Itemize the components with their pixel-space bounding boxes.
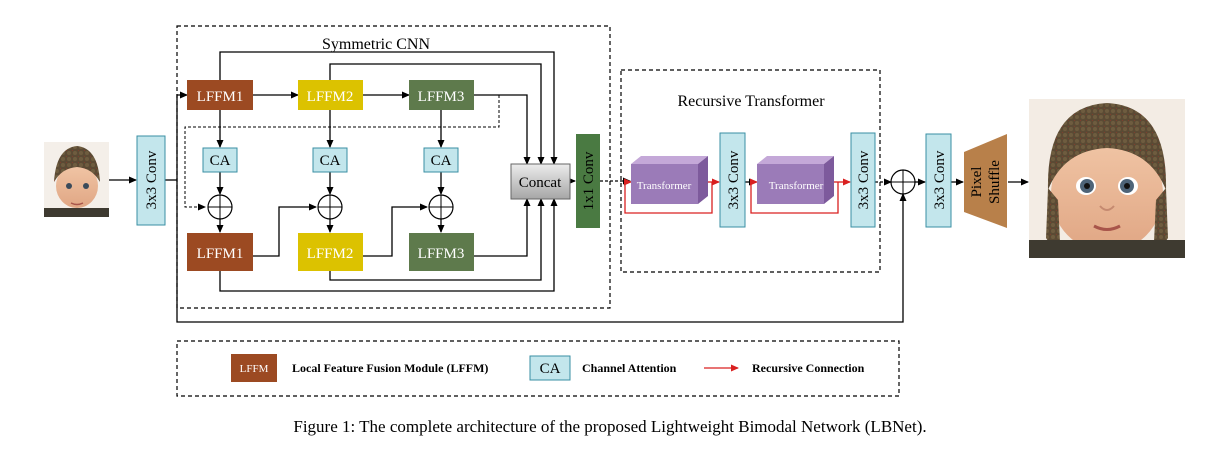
concat-block: Concat (510, 163, 571, 200)
svg-text:LFFM: LFFM (240, 363, 269, 375)
mid-conv-block: 3x3 Conv (719, 132, 746, 228)
legend-ca: CA Channel Attention (529, 355, 677, 381)
svg-text:CA: CA (210, 153, 231, 169)
svg-text:LFFM3: LFFM3 (418, 89, 465, 105)
lffm1-top-block: LFFM1 (187, 80, 253, 110)
post-transformer-conv-block: 3x3 Conv (850, 132, 876, 228)
svg-text:CA: CA (320, 153, 341, 169)
svg-text:3x3 Conv: 3x3 Conv (144, 150, 160, 209)
ca-block-1: CA (202, 147, 238, 173)
global-add-node (890, 169, 916, 195)
svg-text:3x3 Conv: 3x3 Conv (856, 150, 872, 209)
figure-caption: Figure 1: The complete architecture of t… (293, 417, 926, 436)
transformer-block-2: Transformer (757, 156, 834, 204)
svg-text:LFFM2: LFFM2 (307, 89, 354, 105)
input-conv-block: 3x3 Conv (136, 135, 166, 226)
svg-text:3x3 Conv: 3x3 Conv (726, 150, 742, 209)
add-node-3 (428, 194, 454, 220)
svg-text:Transformer: Transformer (769, 180, 824, 192)
legend-box (176, 340, 900, 397)
svg-text:Transformer: Transformer (637, 180, 692, 192)
lffm2-top-block: LFFM2 (298, 80, 363, 110)
conv-1x1-block: 1x1 Conv (576, 134, 600, 228)
svg-text:Pixel: Pixel (969, 167, 985, 198)
svg-text:1x1 Conv: 1x1 Conv (581, 151, 597, 210)
ca-block-2: CA (312, 147, 348, 173)
final-conv-block: 3x3 Conv (925, 133, 952, 228)
lffm3-top-block: LFFM3 (409, 80, 474, 110)
lffm2-bottom-block: LFFM2 (298, 233, 363, 271)
transformer-block-1: Transformer (631, 156, 708, 204)
add-node-1 (207, 194, 233, 220)
svg-text:LFFM1: LFFM1 (197, 89, 244, 105)
pixel-shuffle-block: Pixel Shuffle (964, 134, 1007, 228)
lffm1-bottom-block: LFFM1 (187, 233, 253, 271)
svg-text:LFFM2: LFFM2 (307, 246, 354, 262)
lffm3-bottom-block: LFFM3 (409, 233, 474, 271)
svg-text:Shuffle: Shuffle (987, 160, 1003, 204)
svg-text:CA: CA (540, 361, 561, 377)
legend-recursive-label: Recursive Connection (752, 361, 865, 375)
legend-recursive: Recursive Connection (704, 361, 865, 375)
ca-block-3: CA (423, 147, 459, 173)
svg-text:CA: CA (431, 153, 452, 169)
svg-text:3x3 Conv: 3x3 Conv (932, 150, 948, 209)
svg-text:LFFM3: LFFM3 (418, 246, 465, 262)
svg-text:Concat: Concat (519, 175, 562, 191)
legend-ca-label: Channel Attention (582, 361, 677, 375)
symmetric-cnn-title: Symmetric CNN (322, 36, 430, 53)
recursive-transformer-title: Recursive Transformer (677, 93, 825, 110)
recursive-transformer-region (620, 69, 881, 273)
add-node-2 (317, 194, 343, 220)
input-image (44, 142, 109, 217)
legend-lffm: LFFM Local Feature Fusion Module (LFFM) (231, 354, 488, 382)
output-image (1029, 99, 1185, 258)
legend-lffm-label: Local Feature Fusion Module (LFFM) (292, 361, 488, 375)
svg-text:LFFM1: LFFM1 (197, 246, 244, 262)
